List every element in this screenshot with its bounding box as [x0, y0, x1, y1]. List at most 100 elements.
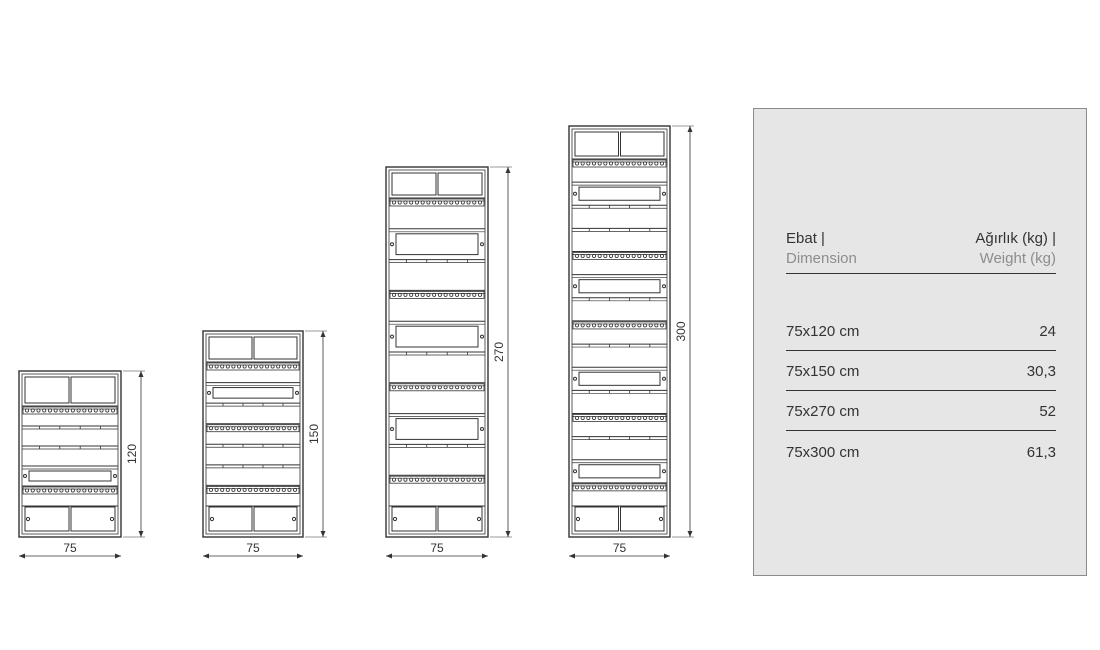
perforation-hole [660, 415, 665, 420]
bolt-hole [207, 390, 211, 395]
bolt-hole [573, 191, 577, 196]
perforation-hole [30, 488, 35, 493]
perforation-hole [614, 415, 619, 420]
perforation-hole [654, 254, 659, 259]
perforation-hole [105, 408, 110, 413]
bolt-hole [295, 390, 299, 395]
perforation-hole [105, 488, 110, 493]
perforation-hole [626, 161, 631, 166]
dimension-header: Ebat | Dimension [786, 229, 857, 269]
perforation-hole [59, 488, 64, 493]
perforation-hole [472, 292, 477, 297]
perforation-hole [426, 200, 431, 205]
perforation-hole [292, 426, 297, 431]
perforation-hole [70, 488, 75, 493]
perforation-hole [455, 385, 460, 390]
perforated-rail [206, 424, 300, 433]
perforation-hole [580, 415, 585, 420]
spec-dimension: 75x150 cm [786, 363, 860, 380]
bolt-hole [573, 284, 577, 289]
perforation-hole [111, 488, 116, 493]
perforation-hole [432, 200, 437, 205]
perforation-hole [420, 292, 425, 297]
perforation-hole [466, 200, 471, 205]
storage-bin [620, 506, 665, 532]
perforation-hole [65, 408, 70, 413]
perforation-hole [460, 200, 465, 205]
bolt-hole [662, 469, 666, 474]
perforation-hole [477, 292, 482, 297]
arrow-head [19, 553, 25, 559]
perforation-hole [236, 487, 241, 492]
perforation-hole [437, 385, 442, 390]
perforation-hole [626, 415, 631, 420]
height-label: 150 [307, 424, 321, 444]
perforation-hole [47, 488, 52, 493]
perforation-hole [637, 161, 642, 166]
perforation-hole [631, 254, 636, 259]
perforation-hole [59, 408, 64, 413]
perforation-hole [654, 485, 659, 490]
perforation-hole [609, 415, 614, 420]
perforation-hole [443, 292, 448, 297]
dimension-header-en: Dimension [786, 250, 857, 267]
bolt-hole [109, 516, 115, 522]
perforation-hole [455, 200, 460, 205]
perforation-hole [53, 408, 58, 413]
perforation-hole [242, 364, 247, 369]
perforation-hole [460, 477, 465, 482]
perforation-hole [30, 408, 35, 413]
perforation-hole [225, 487, 230, 492]
perforation-hole [660, 323, 665, 328]
perforation-hole [397, 477, 402, 482]
perforation-hole [648, 415, 653, 420]
perforation-hole [76, 488, 81, 493]
perforation-hole [609, 161, 614, 166]
perforation-hole [236, 364, 241, 369]
perforation-hole [409, 477, 414, 482]
arrow-head [482, 553, 488, 559]
perforation-hole [575, 415, 580, 420]
perforation-hole [643, 254, 648, 259]
perforation-hole [472, 200, 477, 205]
storage-bin [620, 131, 665, 157]
perforation-hole [592, 323, 597, 328]
perforation-hole [472, 477, 477, 482]
perforation-hole [391, 385, 396, 390]
perforation-hole [403, 200, 408, 205]
perforation-hole [575, 161, 580, 166]
perforation-hole [111, 408, 116, 413]
storage-bin [391, 172, 437, 196]
height-label: 120 [125, 444, 139, 464]
perforation-hole [466, 292, 471, 297]
arrow-head [687, 531, 693, 537]
height-label: 270 [492, 342, 506, 362]
arrow-head [386, 553, 392, 559]
perforation-hole [609, 254, 614, 259]
perforation-hole [391, 200, 396, 205]
perforation-hole [36, 408, 41, 413]
width-label: 75 [430, 541, 444, 555]
perforation-hole [648, 323, 653, 328]
rack-frame [385, 166, 489, 538]
perforation-hole [586, 161, 591, 166]
cabinet-box [578, 186, 661, 201]
perforated-rail [389, 290, 485, 299]
perforation-hole [270, 426, 275, 431]
rack-frame [202, 330, 304, 538]
bolt-hole [476, 516, 482, 522]
bolt-hole [480, 427, 484, 431]
spec-dimension: 75x120 cm [786, 323, 860, 340]
bolt-hole [662, 191, 666, 196]
perforation-hole [231, 487, 236, 492]
perforation-hole [214, 364, 219, 369]
rack-frame-inner [571, 128, 668, 535]
cabinet-box [395, 418, 479, 440]
perforated-rail [206, 362, 300, 371]
perforation-hole [214, 426, 219, 431]
perforation-hole [603, 161, 608, 166]
arrow-head [320, 531, 326, 537]
perforation-hole [449, 200, 454, 205]
